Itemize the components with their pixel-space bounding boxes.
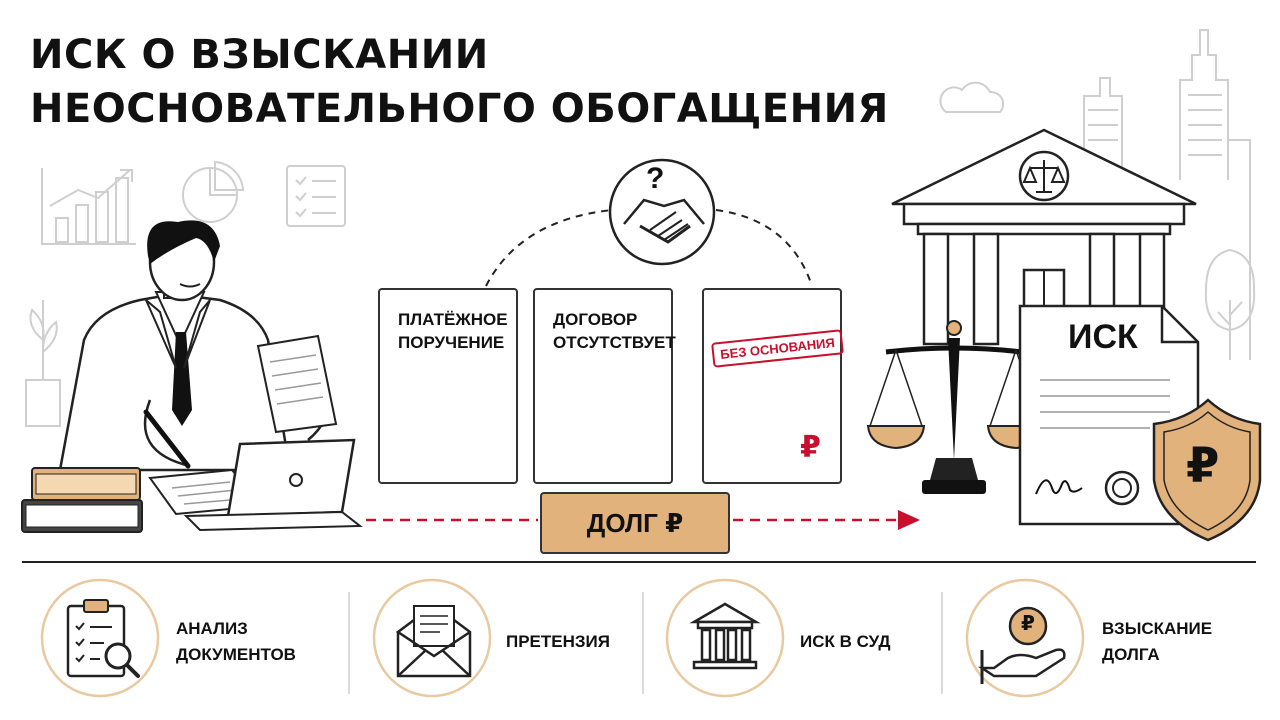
doc-title-line: ПОРУЧЕНИЕ [398,333,505,352]
coin-hand-icon [977,606,1066,684]
step-label-line: ДОЛГА [1102,645,1160,664]
step-label-line: АНАЛИЗ [176,619,248,638]
step-label-claim: ПРЕТЕНЗИЯ [506,629,610,655]
step-label-line: ВЗЫСКАНИЕ [1102,619,1213,638]
no-basis-stamp: БЕЗ ОСНОВАНИЯ [711,329,844,368]
held-paper [256,334,338,434]
step-label-line: ПРЕТЕНЗИЯ [506,632,610,651]
title-line: ИСК О ВЗЫСКАНИИ [30,32,489,78]
debt-plate: ДОЛГ ₽ [540,492,730,554]
coin-ruble-symbol: ₽ [1021,613,1035,635]
shield-ruble-symbol: ₽ [1186,440,1220,493]
step-label-line: ДОКУМЕНТОВ [176,645,296,664]
pie-sketch-icon [182,160,245,223]
doc-title: ДОГОВОР ОТСУТСТВУЕТ [553,308,676,354]
step-label-line: ИСК В СУД [800,632,891,651]
doc-title-line: ОТСУТСТВУЕТ [553,333,676,352]
step-dividers [348,592,943,694]
doc-title-line: ДОГОВОР [553,310,638,329]
step-label-recovery: ВЗЫСКАНИЕ ДОЛГА [1102,616,1212,668]
handshake-icon [608,158,716,266]
clipboard-magnifier-icon [66,599,140,678]
page-title: ИСК О ВЗЫСКАНИИ НЕОСНОВАТЕЛЬНОГО ОБОГАЩЕ… [30,28,889,136]
doc-title-line: ПЛАТЁЖНОЕ [398,310,508,329]
title-line: НЕОСНОВАТЕЛЬНОГО ОБОГАЩЕНИЯ [30,86,889,132]
chart-sketch-icon [41,168,136,245]
claim-title: ИСК [1068,318,1138,356]
plant-icon [25,300,61,427]
doc-payment-order: ПЛАТЁЖНОЕ ПОРУЧЕНИЕ [378,288,518,484]
doc-no-basis: БЕЗ ОСНОВАНИЯ ₽ [702,288,844,484]
scales-of-justice-icon [866,320,1046,494]
doc-contract-missing: ДОГОВОР ОТСУТСТВУЕТ [533,288,676,484]
question-mark: ? [646,162,665,195]
laptop-icon [183,438,363,532]
checklist-sketch-icon [286,165,346,227]
shield-ruble-icon [1152,398,1262,542]
lawyer-figure [58,220,329,472]
city-skyline-icon [1083,29,1251,360]
step-icon-circles [40,578,1085,698]
hair [147,220,220,264]
books-icon [21,467,143,533]
cloud-icon [939,81,1005,113]
step-label-court: ИСК В СУД [800,629,890,655]
ruble-sign: ₽ [800,431,821,464]
background-decor [25,29,1256,427]
debt-arrow [366,510,920,530]
pen [143,409,191,469]
envelope-letter-icon [395,605,472,678]
tree-icon [1204,248,1256,360]
doc-title: ПЛАТЁЖНОЕ ПОРУЧЕНИЕ [398,308,508,354]
courthouse-icon [689,602,761,670]
step-label-analysis: АНАЛИЗ ДОКУМЕНТОВ [176,616,296,668]
connection-arc [485,209,813,287]
